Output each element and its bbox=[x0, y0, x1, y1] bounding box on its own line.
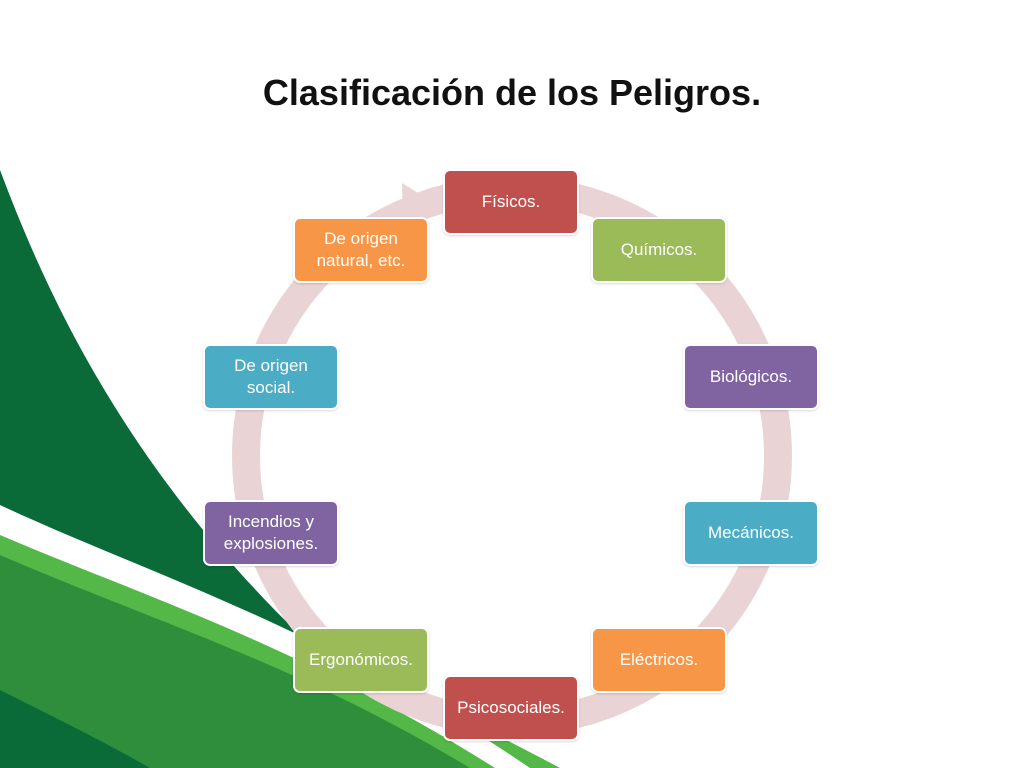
hazard-label: Eléctricos. bbox=[619, 650, 699, 669]
cycle-arrowhead bbox=[402, 183, 434, 224]
hazard-node-psicosociales: Psicosociales. bbox=[443, 675, 579, 741]
hazard-label: Químicos. bbox=[620, 240, 698, 259]
dark-green-corner bbox=[0, 690, 150, 768]
hazard-label: De origen natural, etc. bbox=[316, 229, 406, 270]
hazard-label: Mecánicos. bbox=[708, 523, 794, 542]
hazard-node-incendios: Incendios y explosiones. bbox=[203, 500, 339, 566]
hazard-node-mecanicos: Mecánicos. bbox=[683, 500, 819, 566]
hazard-node-electricos: Eléctricos. bbox=[591, 627, 727, 693]
hazard-node-origen-social: De origen social. bbox=[203, 344, 339, 410]
hazard-label: Incendios y explosiones. bbox=[223, 512, 319, 553]
page-title: Clasificación de los Peligros. bbox=[262, 72, 762, 113]
hazard-node-quimicos: Químicos. bbox=[591, 217, 727, 283]
hazard-label: Ergonómicos. bbox=[309, 650, 413, 669]
hazard-label: Psicosociales. bbox=[457, 698, 565, 717]
hazard-label: Físicos. bbox=[481, 192, 541, 211]
hazard-node-ergonomicos: Ergonómicos. bbox=[293, 627, 429, 693]
hazard-node-biologicos: Biológicos. bbox=[683, 344, 819, 410]
hazard-node-origen-natural: De origen natural, etc. bbox=[293, 217, 429, 283]
hazard-node-fisicos: Físicos. bbox=[443, 169, 579, 235]
hazard-label: Biológicos. bbox=[709, 367, 793, 386]
hazard-label: De origen social. bbox=[234, 356, 308, 397]
mid-green-band bbox=[0, 555, 470, 768]
